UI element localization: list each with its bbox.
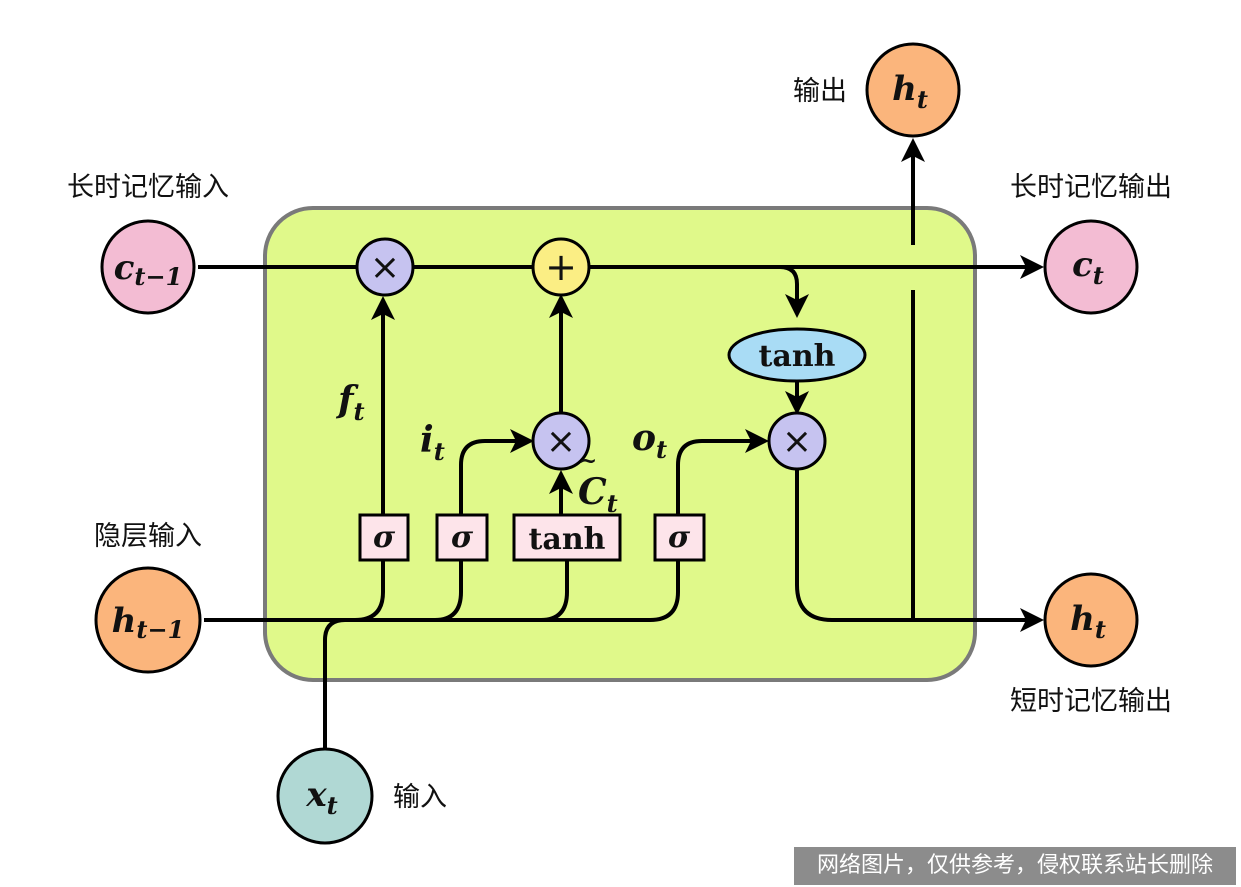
x-input-wire: [323, 618, 346, 748]
h-t-right-node: ht: [1043, 572, 1139, 668]
svg-text:ct: ct: [1072, 245, 1104, 290]
output-signal-wire: [676, 429, 769, 515]
tilde-accent: ~: [579, 448, 597, 474]
candidate-gate-wire: [540, 560, 569, 622]
long-memory-input-label: 长时记忆输入: [67, 172, 229, 203]
candidate-signal-label: ~ Ct: [578, 448, 618, 518]
svg-text:xt: xt: [305, 775, 337, 820]
input-signal-label: it: [420, 419, 445, 466]
candidate-tanh-gate: tanh: [512, 513, 622, 562]
svg-text:ht−1: ht−1: [112, 601, 185, 644]
long-memory-output-label: 长时记忆输出: [1010, 172, 1172, 203]
h-prev-node: ht−1: [94, 566, 202, 674]
multiply-symbol: ×: [370, 247, 400, 288]
multiply-symbol: ×: [782, 421, 812, 462]
input-signal-wire: [459, 429, 534, 515]
svg-text:ht: ht: [1070, 599, 1106, 644]
forget-sigma-gate: σ: [358, 513, 410, 562]
svg-text:Ct: Ct: [578, 471, 618, 518]
forget-multiply-op: ×: [355, 237, 415, 297]
tanh-label: tanh: [529, 522, 606, 557]
sigma-label: σ: [373, 520, 396, 555]
output-signal-label: ot: [632, 417, 667, 464]
input-gate-wire: [434, 560, 463, 622]
add-symbol: +: [545, 245, 577, 289]
short-memory-output-label: 短时记忆输出: [1010, 686, 1172, 717]
svg-text:ct−1: ct−1: [114, 248, 183, 291]
tanh-label: tanh: [759, 339, 836, 374]
cell-add-op: +: [531, 237, 591, 297]
output-sigma-gate: σ: [653, 513, 706, 562]
x-t-node: xt: [276, 747, 374, 845]
cell-tanh-ellipse: tanh: [727, 327, 867, 383]
hidden-input-label: 隐层输入: [94, 521, 202, 552]
cell-to-tanh-wire: [590, 265, 809, 318]
input-sigma-gate: σ: [435, 513, 489, 562]
input-label: 输入: [393, 782, 447, 813]
output-to-ht-wire: [795, 470, 1044, 632]
h-t-top-node: ht: [865, 42, 961, 138]
hidden-input-bus: [204, 560, 680, 622]
sigma-label: σ: [451, 520, 474, 555]
forget-gate-wire: [354, 560, 385, 622]
output-label: 输出: [793, 76, 847, 107]
output-multiply-op: ×: [767, 411, 827, 471]
input-multiply-op: ×: [531, 411, 591, 471]
c-t-node: ct: [1043, 219, 1139, 315]
multiply-symbol: ×: [546, 421, 576, 462]
watermark: 网络图片，仅供参考，侵权联系站长删除: [794, 847, 1236, 885]
svg-text:ht: ht: [892, 69, 928, 114]
sigma-label: σ: [668, 520, 691, 555]
c-prev-node: ct−1: [100, 219, 196, 315]
